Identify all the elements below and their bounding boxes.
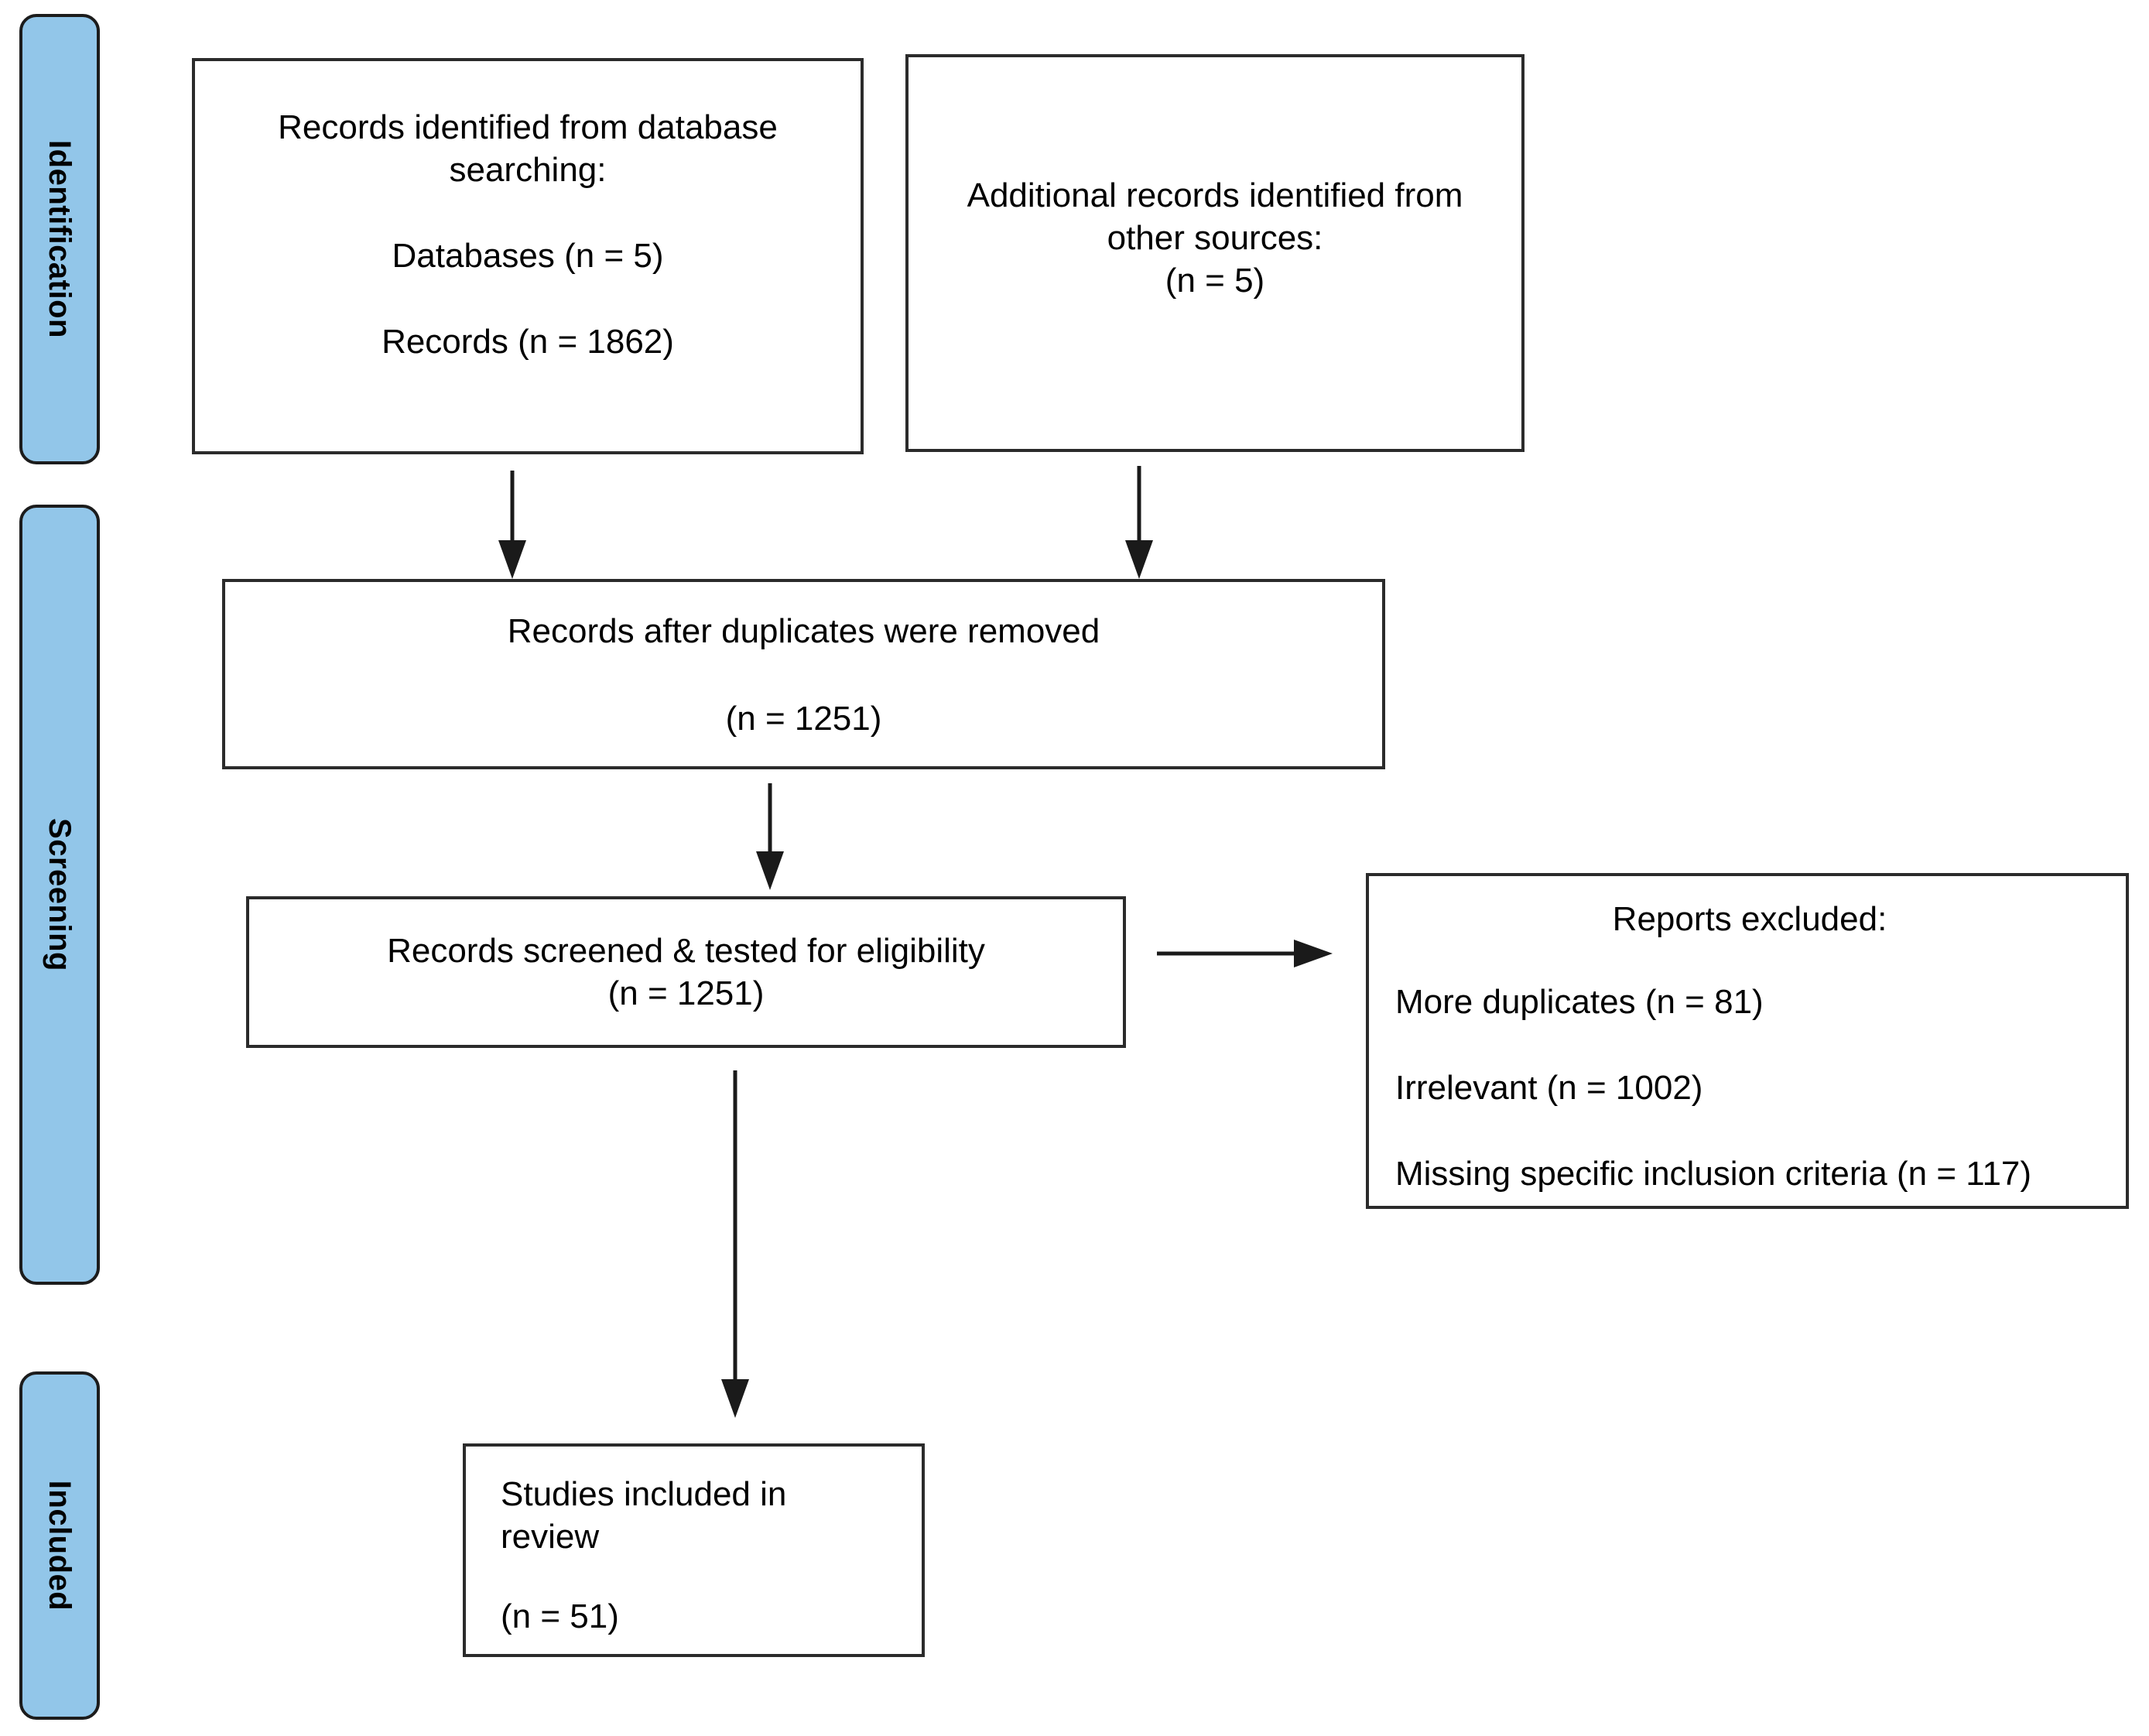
stage-label-included: Included: [43, 1480, 77, 1611]
box-additional-records: Additional records identified from other…: [905, 54, 1524, 452]
records-screened-count: (n = 1251): [607, 974, 765, 1012]
arrow-screened-to-excluded-icon: [1157, 940, 1333, 967]
box-records-identified: Records identified from database searchi…: [192, 58, 864, 454]
records-identified-databases-count: Databases (n = 5): [392, 237, 664, 275]
duplicates-removed-count: (n = 1251): [725, 700, 882, 738]
records-screened-heading: Records screened & tested for eligibilit…: [387, 932, 985, 970]
records-identified-records-count: Records (n = 1862): [382, 323, 674, 361]
studies-included-count: (n = 51): [501, 1597, 619, 1635]
arrow-identified-to-deduplicated-icon: [498, 471, 526, 579]
stage-label-screening: Screening: [43, 818, 77, 971]
box-records-after-duplicates-removed: Records after duplicates were removed (n…: [222, 579, 1385, 769]
studies-included-heading: Studies included in review: [501, 1475, 787, 1556]
stage-bar-screening: Screening: [19, 505, 100, 1285]
reports-excluded-heading: Reports excluded:: [1612, 900, 1887, 938]
box-studies-included: Studies included in review (n = 51): [463, 1443, 925, 1657]
excluded-reason-missing-criteria: Missing specific inclusion criteria (n =…: [1395, 1155, 2032, 1193]
stage-bar-identification: Identification: [19, 14, 100, 464]
box-reports-excluded: Reports excluded: More duplicates (n = 8…: [1366, 873, 2129, 1209]
reports-excluded-list: More duplicates (n = 81) Irrelevant (n =…: [1395, 981, 2104, 1195]
stage-label-identification: Identification: [43, 140, 77, 338]
duplicates-removed-heading: Records after duplicates were removed: [507, 612, 1100, 650]
arrow-deduplicated-to-screened-icon: [756, 783, 784, 890]
arrow-screened-to-included-icon: [721, 1070, 749, 1418]
excluded-reason-more-duplicates: More duplicates (n = 81): [1395, 983, 1764, 1021]
stage-bar-included: Included: [19, 1371, 100, 1720]
arrow-additional-to-deduplicated-icon: [1125, 466, 1153, 579]
excluded-reason-irrelevant: Irrelevant (n = 1002): [1395, 1069, 1703, 1107]
additional-records-heading: Additional records identified from other…: [967, 176, 1463, 257]
records-identified-heading: Records identified from database searchi…: [278, 108, 778, 189]
additional-records-count: (n = 5): [1165, 261, 1265, 300]
box-records-screened: Records screened & tested for eligibilit…: [246, 896, 1126, 1048]
